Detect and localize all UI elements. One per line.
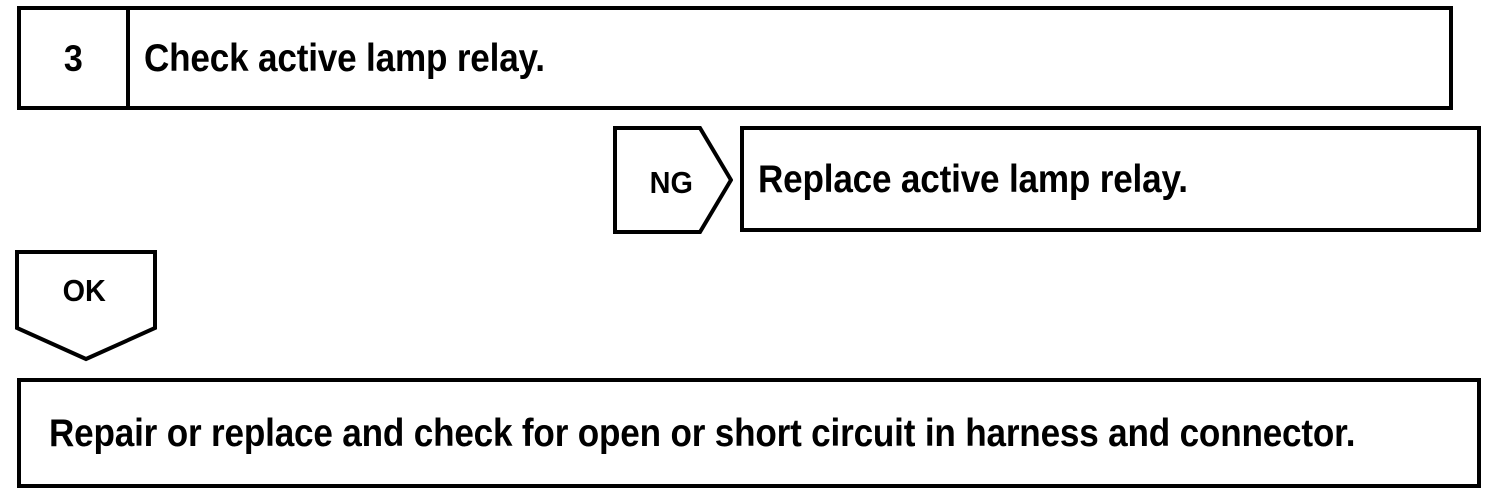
arrow-down-pentagon-icon xyxy=(15,250,157,362)
branch-ng: NG xyxy=(613,126,733,234)
step-number: 3 xyxy=(64,37,83,79)
branch-ok: OK xyxy=(15,250,157,362)
step-instruction-text: Check active lamp relay. xyxy=(144,36,545,80)
result-ok-text: Repair or replace and check for open or … xyxy=(49,411,1356,455)
arrow-right-pentagon-icon xyxy=(613,126,733,234)
branch-ng-label: NG xyxy=(649,165,693,200)
result-ng-text: Replace active lamp relay. xyxy=(758,157,1188,201)
result-box-ng: Replace active lamp relay. xyxy=(740,126,1481,232)
step-row: 3 Check active lamp relay. xyxy=(17,6,1453,110)
step-number-cell: 3 xyxy=(21,10,130,106)
result-box-final: Repair or replace and check for open or … xyxy=(17,378,1481,488)
branch-ok-label: OK xyxy=(62,273,106,308)
step-description-cell: Check active lamp relay. xyxy=(130,10,1449,106)
